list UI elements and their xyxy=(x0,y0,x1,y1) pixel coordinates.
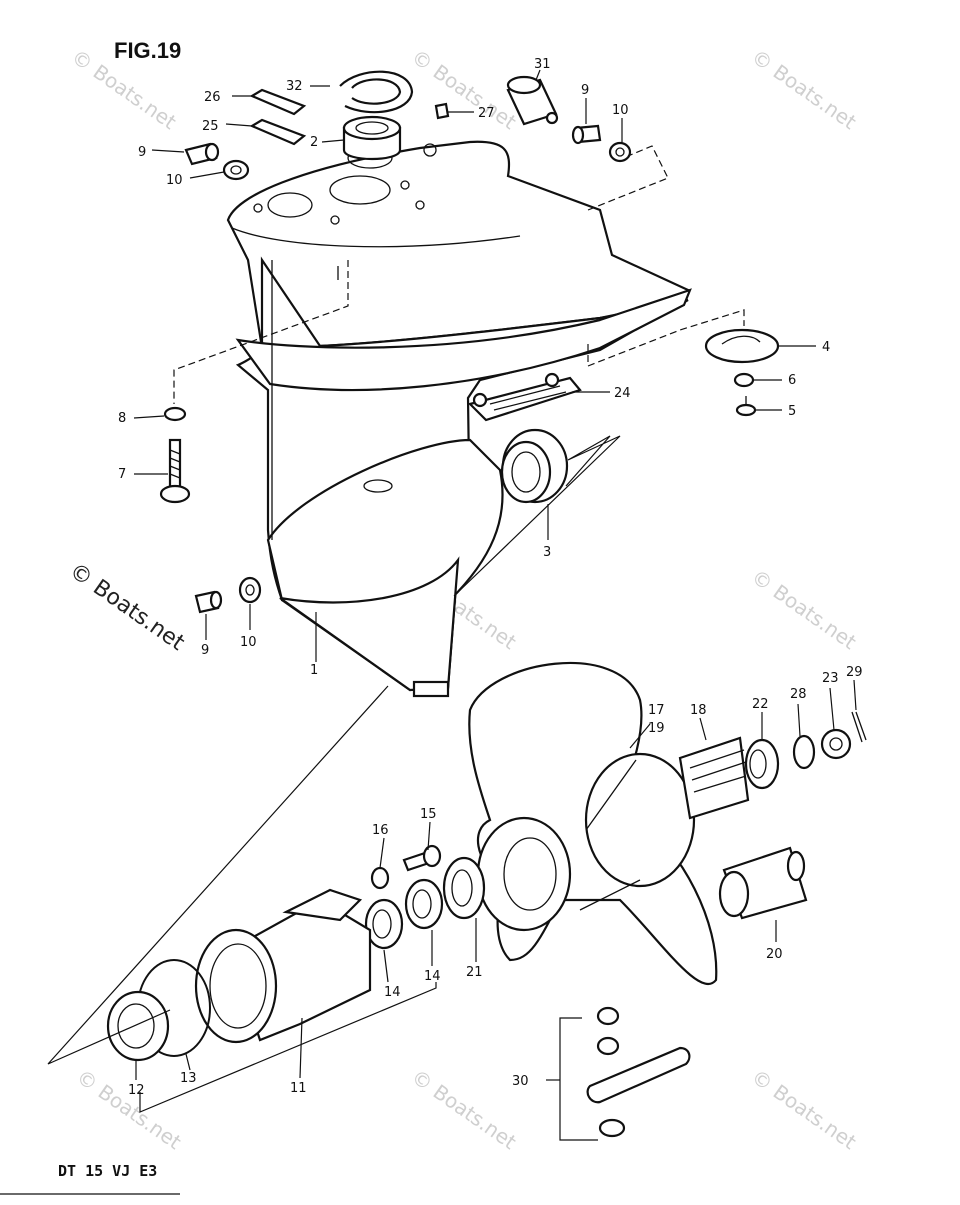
callout-25: 25 xyxy=(202,119,219,134)
callout-8: 8 xyxy=(118,411,126,426)
spline-bushing-18[interactable] xyxy=(678,736,750,820)
callout-2: 2 xyxy=(310,135,318,150)
callout-30: 30 xyxy=(512,1074,529,1089)
bolt-7[interactable] xyxy=(159,438,191,504)
bearing-12[interactable] xyxy=(106,990,170,1062)
callout-18: 18 xyxy=(690,703,707,718)
callout-10-upper-left: 10 xyxy=(166,173,183,188)
thrust-washer-22[interactable] xyxy=(744,738,780,790)
oil-seal-14-a[interactable] xyxy=(404,878,444,930)
callout-9-upper-right: 9 xyxy=(581,83,589,98)
callout-24: 24 xyxy=(614,386,631,401)
callout-7: 7 xyxy=(118,467,126,482)
seal-21[interactable] xyxy=(442,856,486,920)
callout-27: 27 xyxy=(478,106,495,121)
model-code: DT 15 VJ E3 xyxy=(58,1162,157,1180)
spacer-20[interactable] xyxy=(718,846,808,920)
washer-10-upper-right[interactable] xyxy=(608,141,632,163)
callout-14-b: 14 xyxy=(384,985,401,1000)
callout-10-upper-right: 10 xyxy=(612,103,629,118)
watermark: © Boats.net xyxy=(407,1064,521,1154)
shim-25[interactable] xyxy=(249,118,307,146)
callout-32: 32 xyxy=(286,79,303,94)
callout-23: 23 xyxy=(822,671,839,686)
callout-15: 15 xyxy=(420,807,437,822)
leader-lines xyxy=(47,69,857,1141)
watermark-dark: © Boats.net xyxy=(65,558,190,656)
propshaft-housing-11[interactable] xyxy=(194,888,372,1044)
anode-24[interactable] xyxy=(467,372,582,422)
figure-title: FIG.19 xyxy=(114,38,181,63)
screw-5[interactable] xyxy=(735,396,757,417)
callout-29: 29 xyxy=(846,665,863,680)
callout-20: 20 xyxy=(766,947,783,962)
bearing-2[interactable] xyxy=(342,115,402,160)
callout-17: 17 xyxy=(648,703,665,718)
callout-6: 6 xyxy=(788,373,796,388)
callout-31: 31 xyxy=(534,57,551,72)
cotter-pin-29[interactable] xyxy=(851,711,867,743)
callout-10-lower: 10 xyxy=(240,635,257,650)
callout-13: 13 xyxy=(180,1071,197,1086)
washer-16[interactable] xyxy=(370,866,390,890)
callout-26: 26 xyxy=(204,90,221,105)
callout-3: 3 xyxy=(543,545,551,560)
snap-ring-32[interactable] xyxy=(339,70,414,114)
cover-plate-4[interactable] xyxy=(704,328,780,364)
plug-9-upper-left[interactable] xyxy=(184,142,220,166)
propeller-17[interactable] xyxy=(468,661,718,986)
callout-9-upper-left: 9 xyxy=(138,145,146,160)
plug-9-lower[interactable] xyxy=(194,590,223,614)
shim-26[interactable] xyxy=(249,88,307,116)
washer-6[interactable] xyxy=(733,372,755,388)
watermark: © Boats.net xyxy=(747,44,861,134)
callout-4: 4 xyxy=(822,340,830,355)
watermark: © Boats.net xyxy=(747,564,861,654)
bolt-15[interactable] xyxy=(402,844,442,872)
washer-28[interactable] xyxy=(792,734,816,770)
callout-12: 12 xyxy=(128,1083,145,1098)
watermark: © Boats.net xyxy=(72,1064,186,1154)
pin-27[interactable] xyxy=(434,102,450,120)
callout-labels: 1 2 3 4 5 6 7 8 9 9 9 10 10 10 11 12 13 … xyxy=(118,57,863,1098)
washer-10-upper-left[interactable] xyxy=(222,159,250,181)
dashed-guides xyxy=(173,145,745,404)
callout-28: 28 xyxy=(790,687,807,702)
sleeve-31[interactable] xyxy=(506,75,559,126)
oil-seal-3[interactable] xyxy=(500,428,569,504)
callout-5: 5 xyxy=(788,404,796,419)
callout-19: 19 xyxy=(648,721,665,736)
callout-1: 1 xyxy=(310,663,318,678)
callout-16: 16 xyxy=(372,823,389,838)
washer-8[interactable] xyxy=(163,406,187,422)
watermark: © Boats.net xyxy=(407,44,521,134)
callout-22: 22 xyxy=(752,697,769,712)
plug-9-upper-right[interactable] xyxy=(571,124,602,145)
oil-seal-14-b[interactable] xyxy=(364,898,404,950)
callout-14-a: 14 xyxy=(424,969,441,984)
kit-30[interactable] xyxy=(586,1006,691,1138)
washer-10-lower[interactable] xyxy=(238,576,262,604)
gearcase-housing[interactable] xyxy=(226,140,692,698)
watermark: © Boats.net xyxy=(747,1064,861,1154)
callout-9-lower: 9 xyxy=(201,643,209,658)
prop-nut-23[interactable] xyxy=(820,728,852,760)
callout-11: 11 xyxy=(290,1081,307,1096)
callout-21: 21 xyxy=(466,965,483,980)
